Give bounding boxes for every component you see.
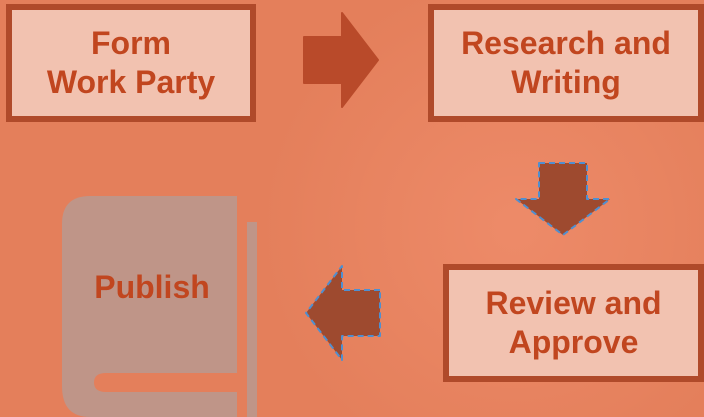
review-and-approve-box[interactable]: Review and Approve [443, 264, 704, 382]
book-icon [62, 196, 257, 417]
right-arrow-icon[interactable] [303, 12, 379, 108]
left-arrow-icon[interactable] [305, 265, 381, 361]
publish-label: Publish [94, 269, 210, 305]
review-and-approve-label: Review and Approve [485, 285, 662, 360]
down-arrow-icon[interactable] [515, 162, 611, 236]
research-and-writing-label: Research and Writing [461, 25, 671, 100]
form-work-party-label: Form Work Party [46, 25, 216, 100]
research-and-writing-box[interactable]: Research and Writing [428, 4, 704, 122]
form-work-party-box[interactable]: Form Work Party [6, 4, 256, 122]
